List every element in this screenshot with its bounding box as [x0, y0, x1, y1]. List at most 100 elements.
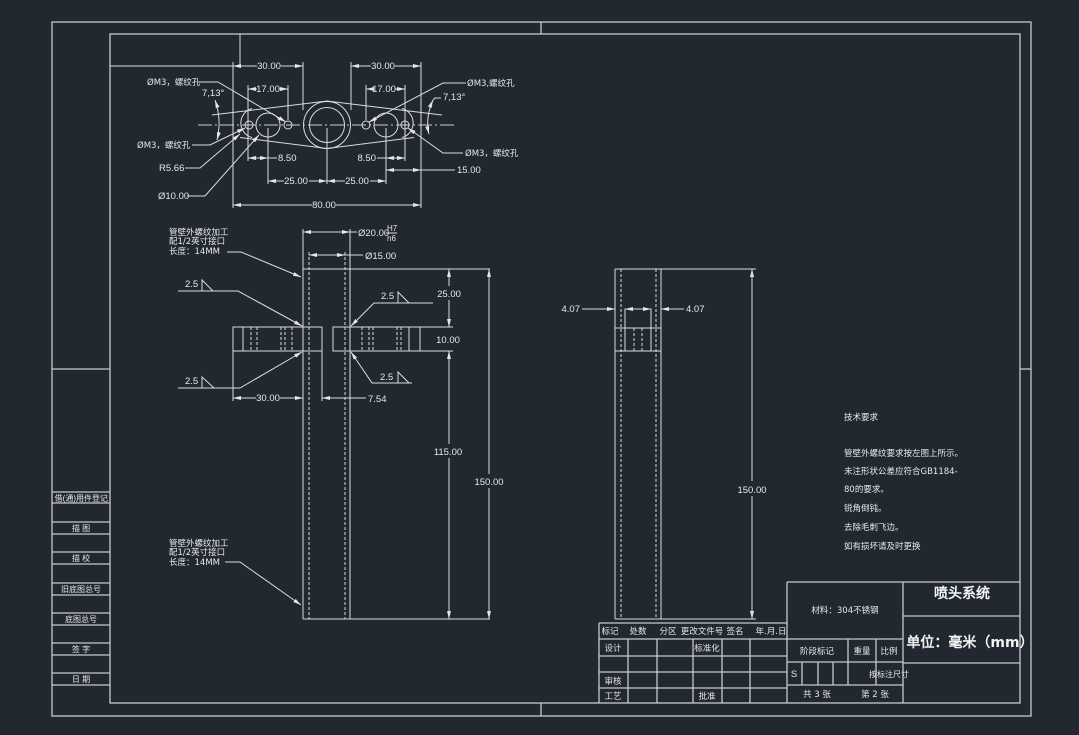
header-count: 处数 — [629, 626, 647, 637]
callout-radius: R5.66 — [159, 163, 184, 174]
leader-line — [198, 81, 287, 123]
leader-line — [407, 127, 463, 154]
dim-4-07-left: 4.07 — [562, 304, 581, 315]
header-mark: 标记 — [601, 626, 619, 637]
dim-115: 115.00 — [434, 447, 462, 458]
leader-line — [185, 133, 241, 169]
dim-8-50-left: 8.50 — [278, 153, 297, 164]
thread-note-top: 管壁外螺纹加工 配1/2英寸接口 长度：14MM — [169, 227, 302, 278]
unit-label: 单位：毫米（mm） — [906, 634, 1033, 651]
tech-req-line: 未注形状公差应符合GB1184- — [844, 466, 958, 477]
callout-dia10: Ø10.00 — [158, 191, 189, 202]
leader-line — [432, 97, 441, 101]
fit-hole-tolerance: H7 — [387, 224, 398, 233]
weight-label: 重量 — [853, 646, 871, 657]
dim-4-07-right: 4.07 — [686, 304, 705, 315]
dim-17-left: 17.00 — [256, 84, 280, 95]
header-signature: 签名 — [726, 626, 743, 637]
header-date: 年.月.日 — [756, 626, 787, 637]
flange-slot — [624, 308, 652, 329]
header-zone: 分区 — [659, 627, 677, 637]
fit-shaft-tolerance: n6 — [387, 234, 396, 243]
trace-check-label: 描 校 — [72, 553, 90, 563]
leader-line — [227, 251, 302, 278]
dim-30: 30.00 — [256, 393, 280, 404]
tech-req-line: 管壁外螺纹要求按左图上所示。 — [844, 448, 963, 459]
tracing-label: 描 图 — [72, 523, 90, 533]
weld-size: 2.5 — [381, 291, 394, 302]
stage-value: S — [791, 669, 797, 680]
weld-symbol: 2.5 — [178, 351, 303, 389]
date-label: 日 期 — [72, 675, 90, 684]
tech-req-heading: 技术要求 — [844, 412, 879, 423]
dim-25-right: 25.00 — [345, 176, 369, 187]
callout-m3-upper-left: ØM3，螺纹孔 — [147, 77, 201, 88]
dim-25-left: 25.00 — [284, 176, 308, 187]
signature-label: 签 字 — [72, 644, 90, 654]
side-view[interactable]: 4.07 4.07 150.00 — [562, 268, 767, 620]
callout-m3-lower-left: ØM3，螺纹孔 — [137, 140, 191, 151]
sheet-total: 共 3 张 — [803, 690, 831, 700]
flange-left — [232, 326, 323, 352]
fillet-weld-icon — [201, 278, 215, 292]
tech-req-line: 去除毛刺飞边。 — [844, 522, 904, 533]
dim-8-50-right: 8.50 — [358, 153, 377, 164]
angle-arc-left — [214, 99, 221, 141]
note-line: 配1/2英寸接口 — [169, 547, 225, 558]
angle-left: 7,13° — [202, 88, 224, 99]
dim-dia-15: Ø15.00 — [365, 251, 396, 262]
base-drawing-no-label: 底图总号 — [65, 614, 97, 624]
tech-req-line: 锐角倒钝。 — [844, 503, 887, 514]
dim-25: 25.00 — [437, 289, 461, 300]
front-view[interactable]: Ø20.00 H7 n6 Ø15.00 25.00 10.00 115.00 1… — [169, 224, 504, 620]
side-registration-column: 借(通)用件登记 描 图 描 校 旧底图总号 底图总号 签 字 日 期 — [52, 491, 110, 686]
dim-80: 80.00 — [312, 200, 336, 211]
flange-right — [332, 326, 421, 352]
design-label: 设计 — [604, 643, 622, 654]
weld-symbol: 2.5 — [350, 290, 433, 327]
old-base-drawing-no-label: 旧底图总号 — [61, 584, 101, 594]
standardization-label: 标准化 — [694, 643, 720, 654]
angle-arc-right — [425, 99, 434, 135]
dim-10: 10.00 — [436, 335, 460, 346]
dim-7-54: 7.54 — [368, 394, 387, 405]
scale-value: 按标注尺寸 — [869, 669, 909, 679]
note-line: 配1/2英寸接口 — [169, 236, 225, 247]
leader-line — [192, 127, 246, 146]
note-line: 管壁外螺纹加工 — [169, 538, 229, 549]
angle-right: 7,13° — [443, 92, 465, 103]
dim-30-left: 30.00 — [257, 61, 281, 72]
technical-requirements: 技术要求 管壁外螺纹要求按左图上所示。 未注形状公差应符合GB1184- 80的… — [844, 412, 963, 552]
leader-line — [368, 82, 466, 123]
dim-dia-20: Ø20.00 — [358, 228, 389, 239]
dim-30-right: 30.00 — [371, 61, 395, 72]
dim-15: 15.00 — [457, 165, 481, 176]
weld-symbol: 2.5 — [350, 351, 412, 384]
right-lobe-arc — [401, 108, 414, 138]
title-block: 标记 处数 分区 更改文件号 签名 年.月.日 设计 标准化 审核 工艺 批准 … — [598, 581, 1034, 703]
approval-label: 批准 — [698, 691, 716, 702]
fillet-weld-icon — [201, 375, 216, 389]
header-change-doc-no: 更改文件号 — [681, 626, 724, 637]
review-label: 审核 — [604, 676, 622, 687]
sheet-number: 第 2 张 — [861, 689, 889, 700]
process-label: 工艺 — [604, 692, 621, 702]
leader-line — [225, 561, 302, 606]
scale-label: 比例 — [880, 646, 897, 657]
top-view[interactable]: 30.00 17.00 8.50 25.00 80.00 30.00 17.00… — [110, 34, 519, 211]
callout-m3-upper-right: ØM3,螺纹孔 — [467, 78, 515, 89]
drawing-frame — [51, 21, 1032, 717]
dim-17-right: 17.00 — [372, 84, 396, 95]
fillet-weld-icon — [397, 290, 411, 304]
thread-note-bottom: 管壁外螺纹加工 配1/2英寸接口 长度：14MM — [169, 538, 302, 606]
fillet-weld-icon — [397, 370, 411, 384]
leader-line — [187, 134, 260, 197]
borrowed-part-register-label: 借(通)用件登记 — [55, 493, 108, 503]
callout-m3-lower-right: ØM3，螺纹孔 — [465, 148, 519, 159]
dim-150: 150.00 — [737, 485, 766, 496]
weld-size: 2.5 — [185, 279, 198, 290]
weld-symbol: 2.5 — [178, 278, 303, 327]
tech-req-line: 如有损坏请及时更换 — [844, 541, 921, 552]
